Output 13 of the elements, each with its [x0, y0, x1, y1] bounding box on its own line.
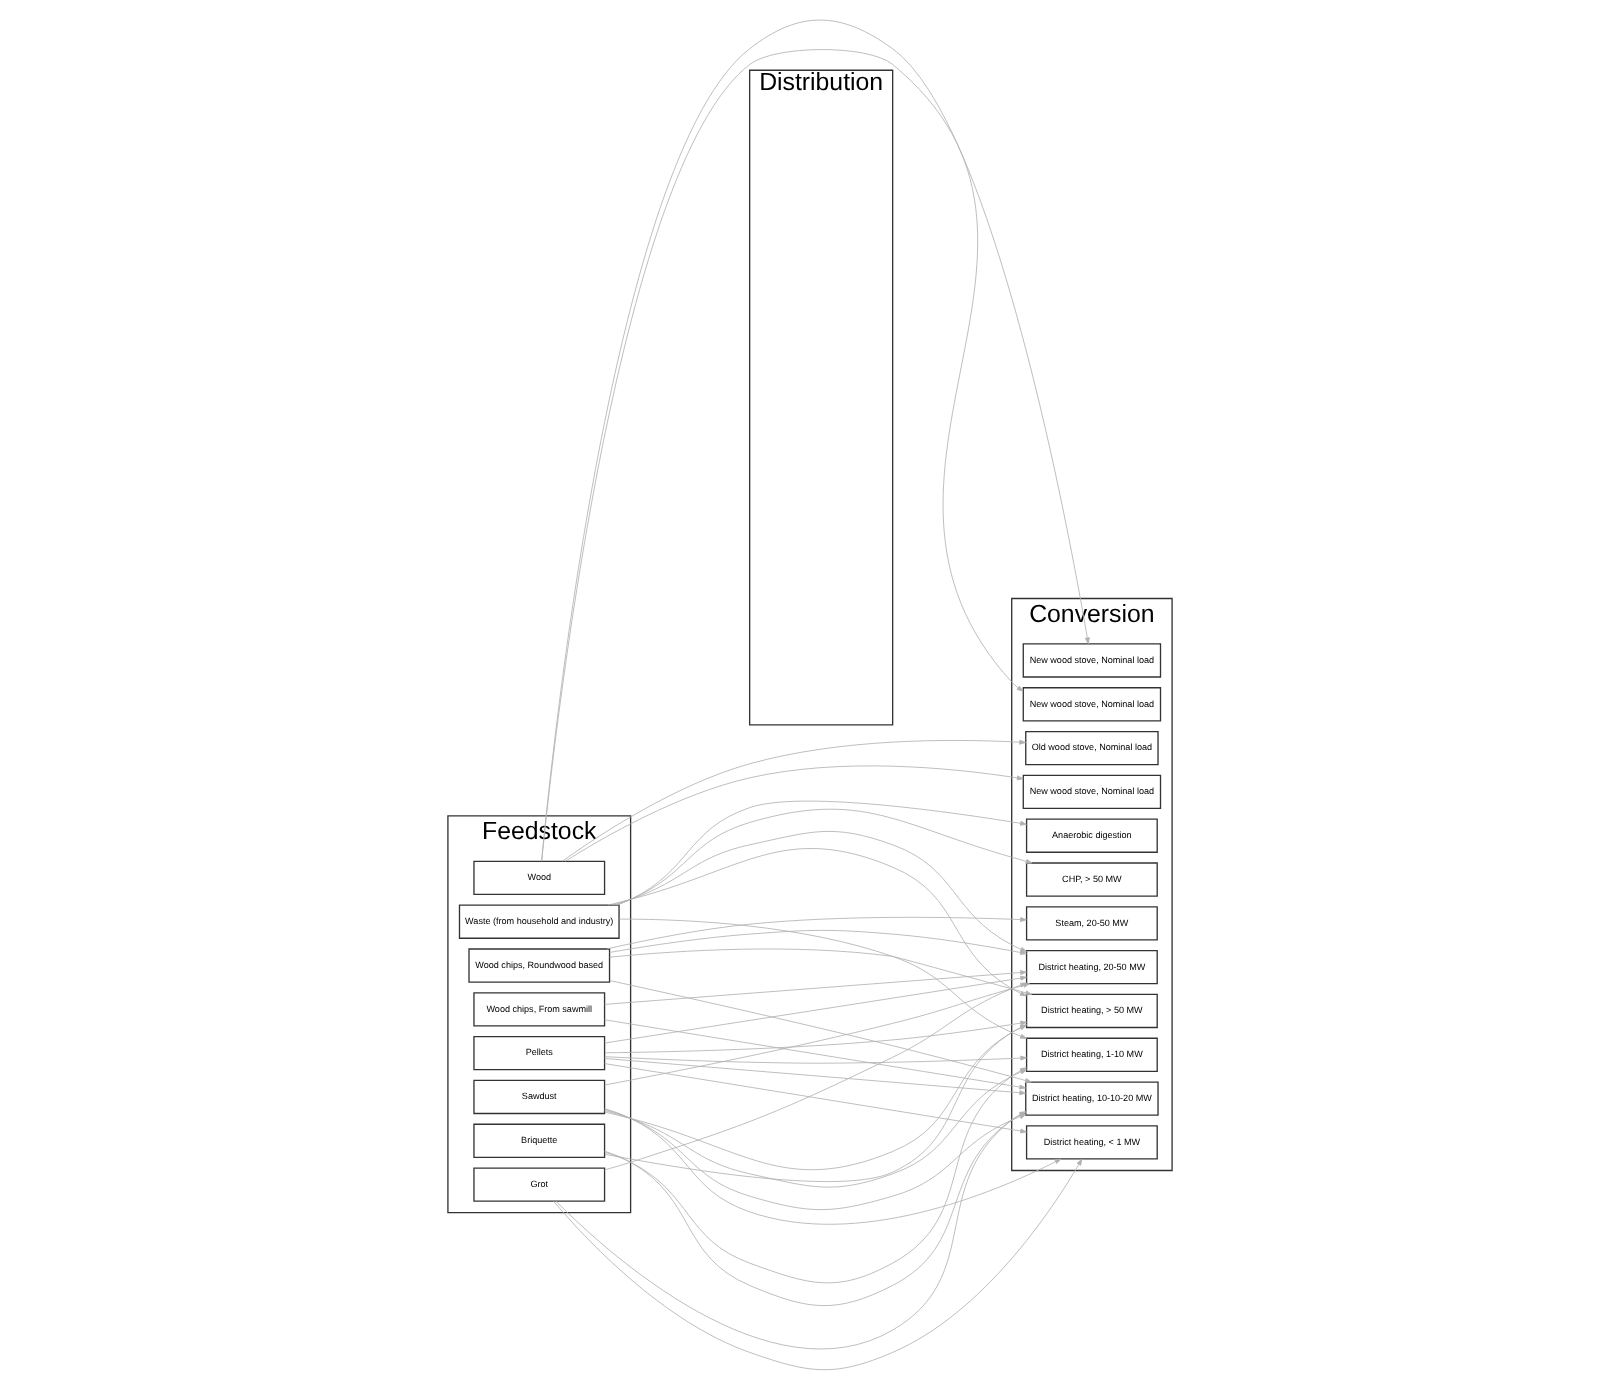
arrow [608, 929, 1026, 955]
arrow [603, 1055, 1026, 1064]
arrow [605, 916, 1026, 950]
arrow [552, 1158, 1082, 1371]
node-box: Distribution [748, 69, 893, 726]
arrow [540, 19, 1089, 862]
arrow [606, 848, 1026, 997]
arrow [611, 831, 1026, 952]
arrow [561, 739, 1025, 862]
arrow [603, 1108, 1061, 1225]
arrow [540, 49, 1023, 862]
arrow [603, 970, 1026, 1005]
arrow [563, 765, 1023, 862]
